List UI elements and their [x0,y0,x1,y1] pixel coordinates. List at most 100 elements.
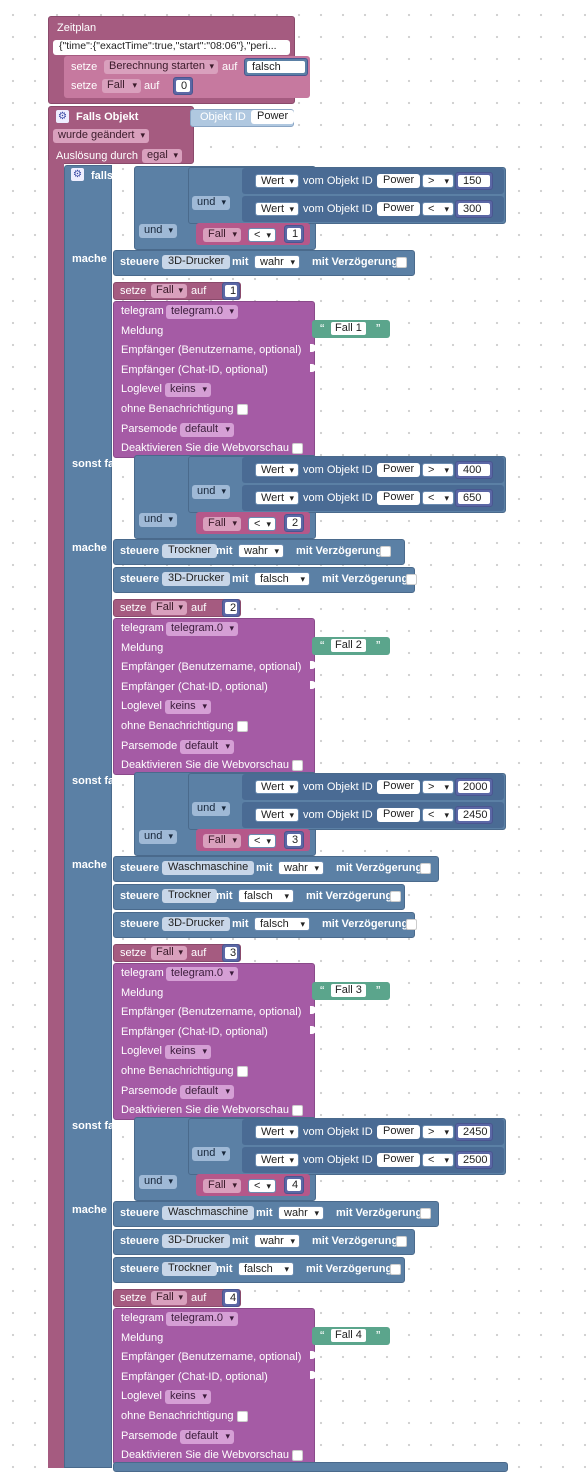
no-notification-checkbox[interactable] [237,1411,248,1422]
fall-dropdown[interactable]: Fall [151,1291,187,1305]
device-field[interactable]: 3D-Drucker [162,572,231,586]
wert-dropdown[interactable]: Wert [255,491,299,505]
wert-dropdown[interactable]: Wert [255,174,299,188]
parsemode-dropdown[interactable]: default [180,739,234,754]
value-dropdown[interactable]: falsch [254,917,310,931]
telegram-instance-dropdown[interactable]: telegram.0 [166,305,238,319]
device-field[interactable]: Waschmaschine [162,861,255,875]
trigger-type-dropdown[interactable]: wurde geändert [53,129,149,143]
value-dropdown[interactable]: wahr [238,544,284,558]
variable-dropdown[interactable]: Berechnung starten [104,60,218,74]
fall-number[interactable]: 2 [284,514,304,532]
next-block[interactable] [113,1462,508,1472]
threshold-low[interactable]: 400 [455,461,493,479]
und-dropdown-outer[interactable]: und [139,224,177,238]
wert-dropdown[interactable]: Wert [255,1153,299,1167]
und-dropdown-outer[interactable]: und [139,1175,177,1189]
device-field[interactable]: Trockner [162,544,217,558]
wert-dropdown[interactable]: Wert [255,808,299,822]
value-dropdown[interactable]: falsch [238,1262,294,1276]
bool-value[interactable]: falsch [244,58,308,76]
device-field[interactable]: Trockner [162,1262,217,1276]
fall-number[interactable]: 1 [222,282,240,300]
fall-dropdown[interactable]: Fall [102,79,141,93]
device-field[interactable]: Waschmaschine [162,1206,255,1220]
object-id-field[interactable]: Power [377,463,421,477]
fall-number[interactable]: 4 [222,1289,240,1307]
operator-dropdown[interactable]: > [422,780,454,794]
fall-dropdown[interactable]: Fall [203,834,241,848]
operator-dropdown[interactable]: < [422,202,454,216]
ausloesung-dropdown[interactable]: egal [142,149,182,163]
value-dropdown[interactable]: falsch [238,889,294,903]
message-string[interactable]: “Fall 3” [312,982,390,1000]
object-id-field[interactable]: Power [377,1153,421,1167]
fall-dropdown[interactable]: Fall [151,946,187,960]
device-field[interactable]: Trockner [162,889,217,903]
no-notification-checkbox[interactable] [237,721,248,732]
gear-icon[interactable]: ⚙ [56,110,69,123]
operator-dropdown[interactable]: > [422,1125,454,1139]
threshold-low[interactable]: 2450 [455,1123,493,1141]
value-dropdown[interactable]: wahr [254,255,300,269]
fall-dropdown[interactable]: Fall [151,284,187,298]
threshold-high[interactable]: 650 [455,489,493,507]
wert-dropdown[interactable]: Wert [255,463,299,477]
gear-icon[interactable]: ⚙ [71,168,84,181]
no-notification-checkbox[interactable] [237,404,248,415]
loglevel-dropdown[interactable]: keins [165,1045,211,1060]
operator-dropdown[interactable]: < [248,834,276,848]
if-block[interactable] [64,165,112,1468]
telegram-instance-dropdown[interactable]: telegram.0 [166,1312,238,1326]
operator-dropdown[interactable]: < [248,1179,276,1193]
delay-checkbox[interactable] [420,1208,431,1219]
operator-dropdown[interactable]: > [422,174,454,188]
fall-number[interactable]: 3 [222,944,240,962]
operator-dropdown[interactable]: < [422,808,454,822]
fall-number[interactable]: 2 [222,599,240,617]
threshold-low[interactable]: 150 [455,172,493,190]
operator-dropdown[interactable]: > [422,463,454,477]
disable-preview-checkbox[interactable] [292,1450,303,1462]
fall-dropdown[interactable]: Fall [203,1179,241,1193]
device-field[interactable]: 3D-Drucker [162,255,231,269]
loglevel-dropdown[interactable]: keins [165,1390,211,1405]
operator-dropdown[interactable]: < [422,1153,454,1167]
falsch-dropdown[interactable]: falsch [247,61,305,73]
loglevel-dropdown[interactable]: keins [165,383,211,398]
value-dropdown[interactable]: falsch [254,572,310,586]
und-dropdown[interactable]: und [192,802,230,816]
message-string[interactable]: “Fall 1” [312,320,390,338]
object-id-value[interactable]: Power [251,110,295,124]
threshold-high[interactable]: 300 [455,200,493,218]
disable-preview-checkbox[interactable] [292,1105,303,1117]
delay-checkbox[interactable] [390,1264,401,1275]
schedule-config-field[interactable]: {"time":{"exactTime":true,"start":"08:06… [53,40,290,55]
object-id-field[interactable]: Power [377,780,421,794]
object-id-field[interactable]: Power [377,174,421,188]
delay-checkbox[interactable] [420,863,431,874]
wert-dropdown[interactable]: Wert [255,202,299,216]
object-id-field[interactable]: Power [377,202,421,216]
und-dropdown-outer[interactable]: und [139,513,177,527]
disable-preview-checkbox[interactable] [292,443,303,455]
operator-dropdown[interactable]: < [248,228,276,242]
threshold-high[interactable]: 2500 [455,1151,493,1169]
device-field[interactable]: 3D-Drucker [162,1234,231,1248]
message-string[interactable]: “Fall 2” [312,637,390,655]
delay-checkbox[interactable] [406,574,417,585]
delay-checkbox[interactable] [390,891,401,902]
number-value[interactable]: 0 [173,77,193,95]
operator-dropdown[interactable]: < [248,517,276,531]
wert-dropdown[interactable]: Wert [255,780,299,794]
disable-preview-checkbox[interactable] [292,760,303,772]
delay-checkbox[interactable] [396,1236,407,1247]
telegram-instance-dropdown[interactable]: telegram.0 [166,967,238,981]
delay-checkbox[interactable] [380,546,391,557]
value-dropdown[interactable]: wahr [254,1234,300,1248]
telegram-instance-dropdown[interactable]: telegram.0 [166,622,238,636]
object-id-field[interactable]: Power [377,1125,421,1139]
device-field[interactable]: 3D-Drucker [162,917,231,931]
no-notification-checkbox[interactable] [237,1066,248,1077]
object-id-field[interactable]: Power [377,808,421,822]
